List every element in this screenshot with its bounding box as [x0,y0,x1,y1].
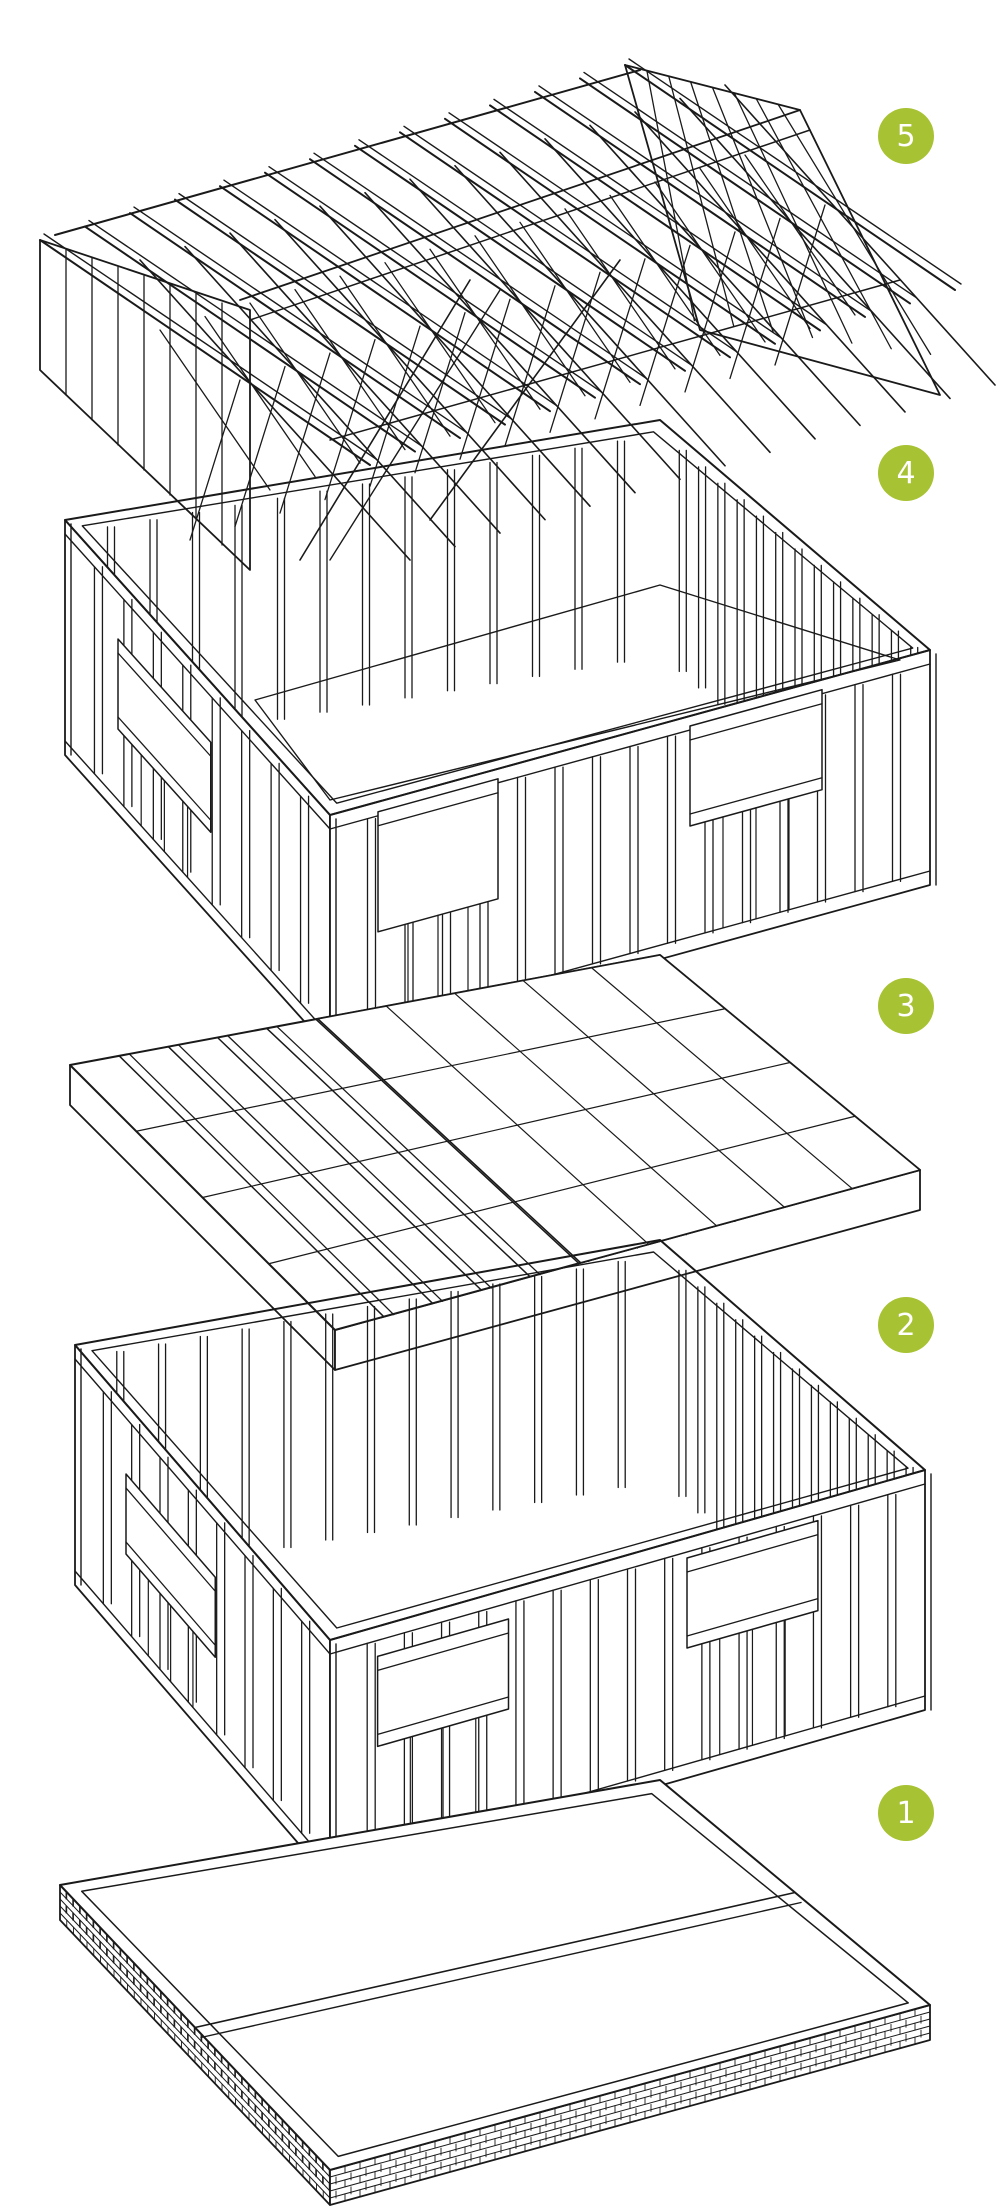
layer-3-badge: 3 [878,978,934,1034]
floor-joist-and-deck-layer [69,954,921,1371]
layer-5-badge: 5 [878,108,934,164]
layer-4-badge: 4 [878,445,934,501]
upper-wall-frame-layer [64,419,937,1051]
lower-wall-frame-layer [74,1239,932,1881]
layer-1-badge: 1 [878,1785,934,1841]
roof-trusses-layer [39,58,996,571]
foundation-slab-layer [59,1779,931,2206]
layer-2-badge: 2 [878,1297,934,1353]
